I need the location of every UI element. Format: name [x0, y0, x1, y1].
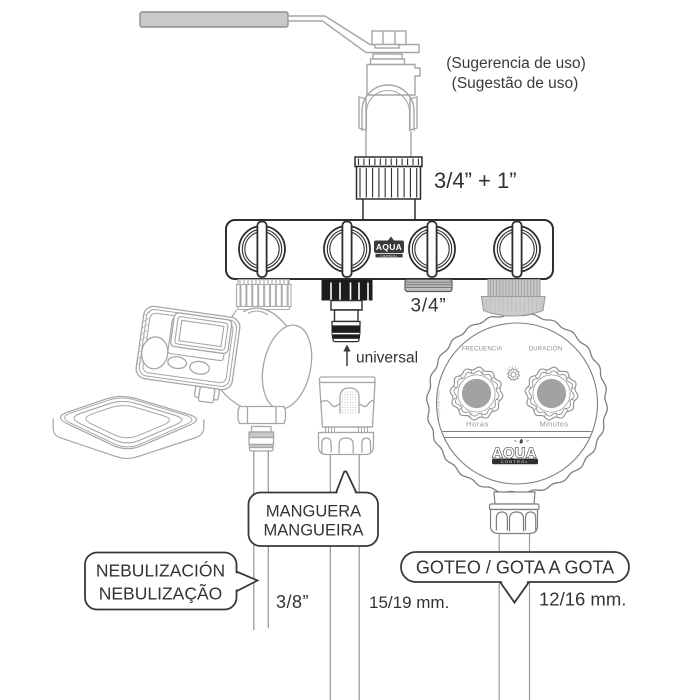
- svg-text:NEBULIZAÇÃO: NEBULIZAÇÃO: [99, 583, 223, 604]
- svg-text:(Sugerencia de uso): (Sugerencia de uso): [446, 55, 586, 72]
- svg-text:GOTEO / GOTA A GOTA: GOTEO / GOTA A GOTA: [416, 558, 614, 578]
- svg-text:15/19 mm.: 15/19 mm.: [369, 593, 449, 612]
- svg-text:AQUA: AQUA: [492, 446, 537, 462]
- svg-text:AQUACONTROL: AQUACONTROL: [437, 390, 441, 419]
- svg-text:3/8”: 3/8”: [276, 592, 309, 612]
- svg-text:Minutos: Minutos: [539, 420, 568, 429]
- svg-text:MANGUEIRA: MANGUEIRA: [264, 522, 364, 540]
- svg-text:CONTROL: CONTROL: [380, 254, 397, 258]
- svg-text:Horas: Horas: [466, 420, 489, 429]
- svg-text:MANGUERA: MANGUERA: [266, 503, 361, 521]
- svg-text:12/16 mm.: 12/16 mm.: [539, 589, 626, 610]
- svg-text:NEBULIZACIÓN: NEBULIZACIÓN: [96, 560, 225, 581]
- svg-text:AQUA: AQUA: [376, 242, 402, 252]
- svg-text:DURACIÓN: DURACIÓN: [529, 346, 563, 353]
- svg-text:3/4” + 1”: 3/4” + 1”: [434, 168, 517, 193]
- svg-text:CONTROL: CONTROL: [501, 460, 529, 464]
- svg-text:FRECUENCIA: FRECUENCIA: [461, 347, 502, 353]
- svg-text:universal: universal: [356, 350, 418, 367]
- svg-text:(Sugestão de uso): (Sugestão de uso): [452, 75, 579, 92]
- svg-text:3/4”: 3/4”: [411, 296, 447, 317]
